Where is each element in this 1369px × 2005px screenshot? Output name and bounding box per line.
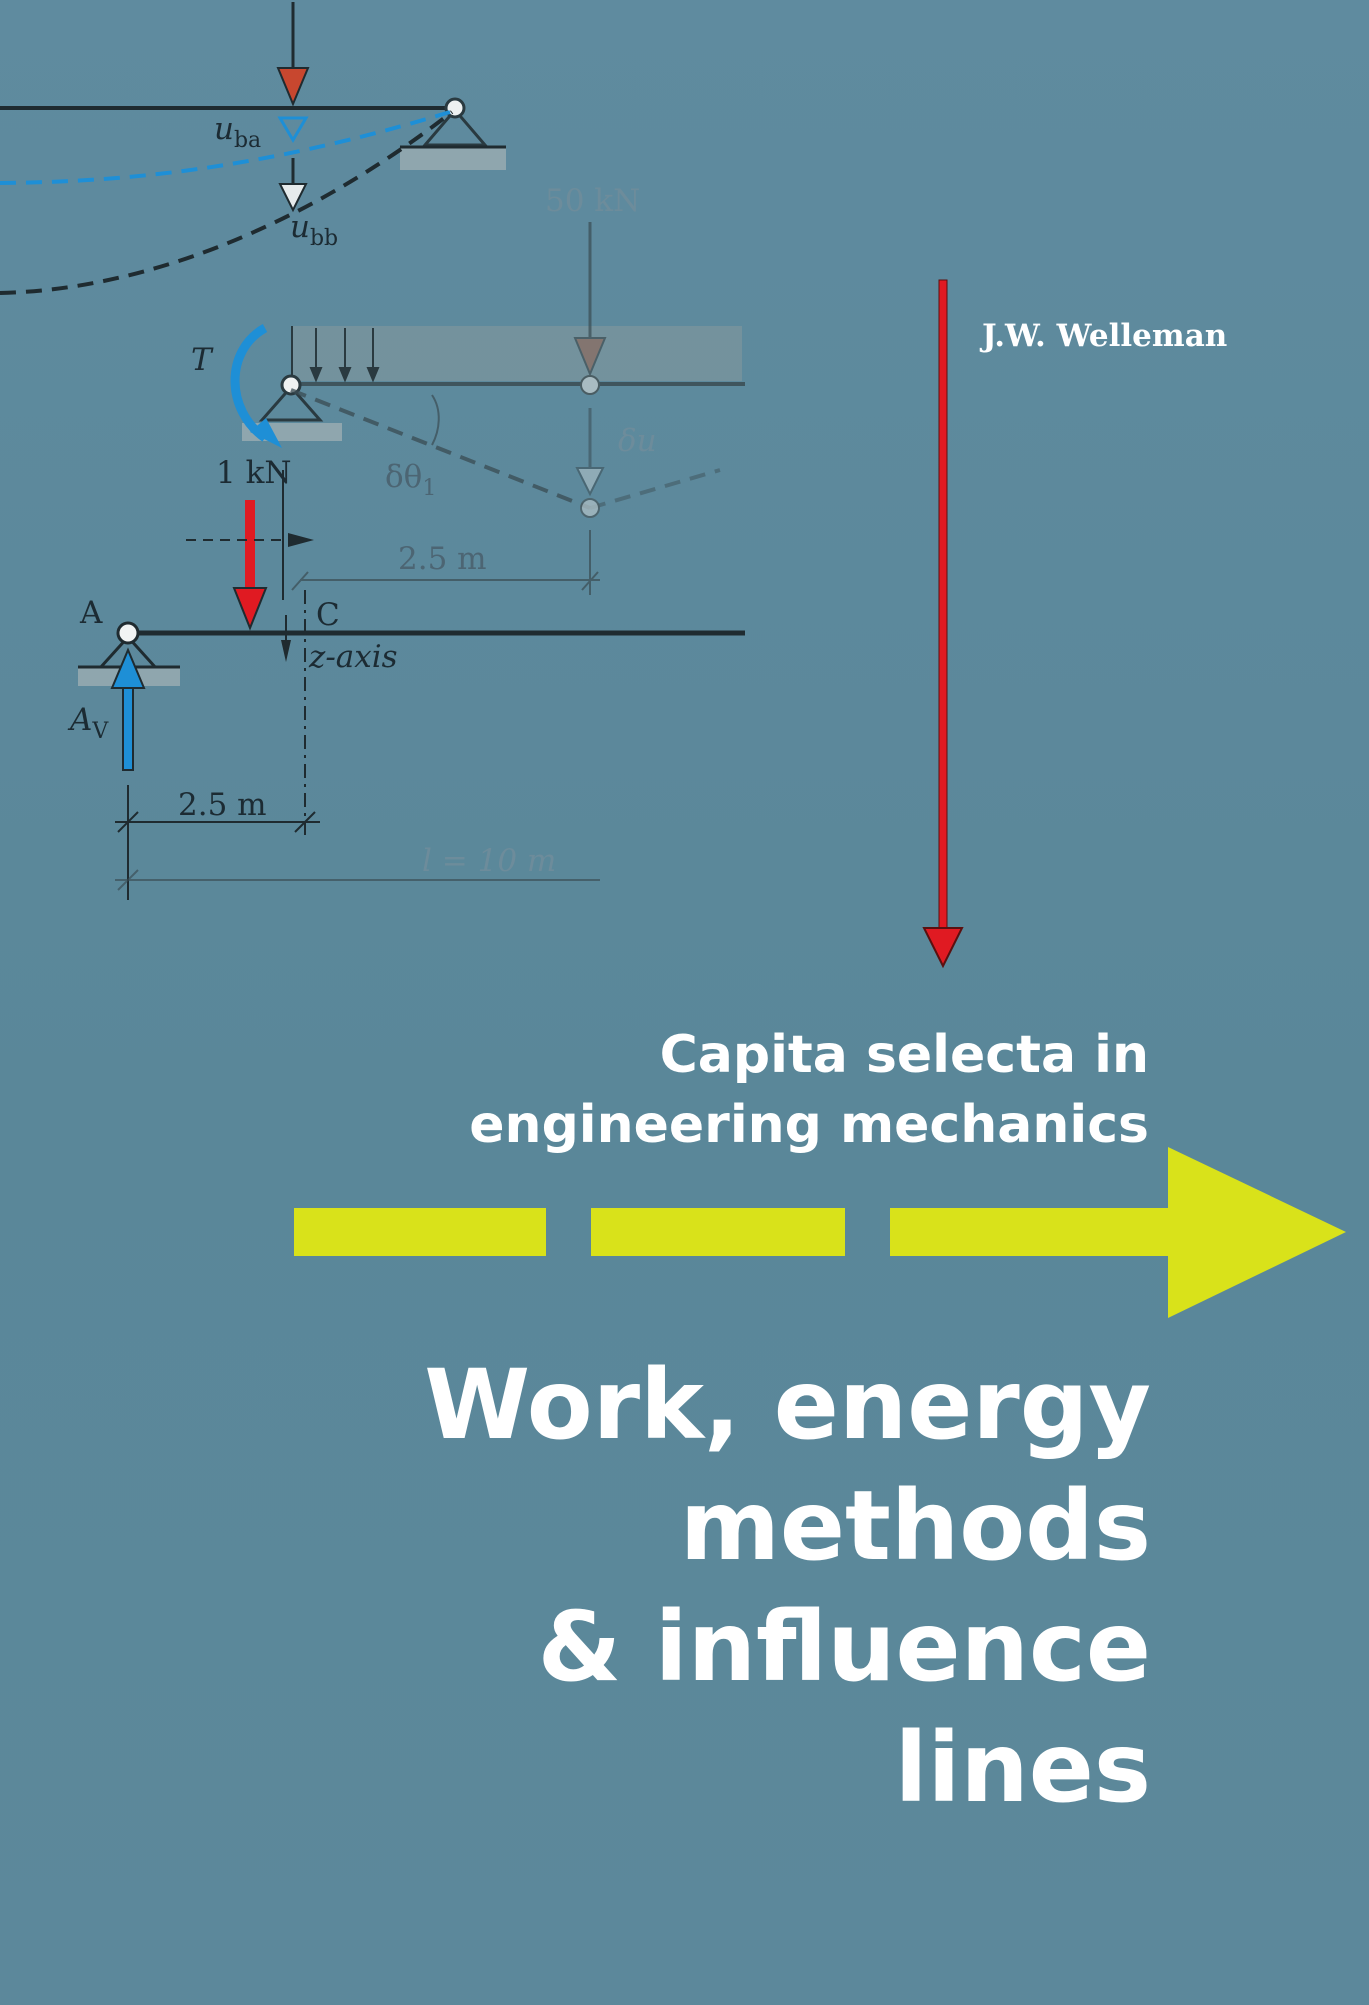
title-line-2: methods [679, 1470, 1151, 1582]
red-down-arrow [922, 279, 964, 969]
title-line-3: & influence [537, 1591, 1151, 1703]
label-delta-u: δu [618, 423, 657, 459]
author-name: J.W. Welleman [982, 318, 1228, 354]
support-a [78, 621, 180, 686]
label-z-axis-text: z-axis [309, 639, 398, 675]
label-torque: T [191, 342, 212, 378]
u-bb-arrow [278, 158, 308, 213]
label-delta-theta: δθ1 [385, 462, 436, 500]
load-50kn-arrow [573, 222, 607, 377]
top-support [400, 97, 506, 170]
label-u-bb-main: u [290, 209, 310, 245]
deflection-black [0, 110, 454, 295]
u-ba-marker [277, 116, 309, 143]
label-u-bb-sub: bb [309, 226, 339, 251]
unit-load-arrow [232, 500, 268, 631]
label-load-1kn: 1 kN [216, 455, 292, 491]
deflection-blue [0, 110, 451, 185]
rotation-dashed [290, 388, 591, 510]
label-point-c: C [316, 597, 340, 633]
label-av: AV [70, 705, 108, 743]
dimension-span [115, 869, 600, 891]
label-u-ba: uba [214, 114, 261, 152]
yellow-dash-2 [591, 1208, 845, 1256]
label-av-sub: V [92, 719, 109, 744]
yellow-dash-1 [294, 1208, 546, 1256]
z-axis-arrow [281, 640, 291, 662]
label-dim-upper: 2.5 m [398, 541, 487, 577]
torque-arrow [230, 324, 268, 442]
book-title: Work, energy methods & influence lines [151, 1345, 1151, 1829]
dimension-upper [291, 530, 600, 595]
series-title: Capita selecta in engineering mechanics [249, 1020, 1149, 1160]
distributed-load-block [292, 326, 742, 381]
reaction-av-arrow [110, 647, 146, 771]
dimension-lower [115, 785, 320, 900]
delta-u-arrow [575, 408, 605, 497]
yellow-dash-3 [890, 1208, 1170, 1256]
label-delta-theta-sub: 1 [422, 476, 437, 501]
label-span-length-text: l = 10 m [422, 843, 557, 879]
label-z-axis: z-axis [309, 642, 398, 673]
top-load-arrow [276, 2, 310, 107]
label-dim-lower: 2.5 m [178, 787, 267, 823]
label-point-a: A [80, 595, 103, 631]
label-delta-theta-main: δθ [385, 459, 423, 495]
label-av-main: A [70, 702, 93, 738]
label-load-50: 50 kN [545, 183, 641, 219]
label-span-length: l = 10 m [422, 846, 556, 877]
title-line-1: Work, energy [424, 1349, 1151, 1461]
series-line-1: Capita selecta in [659, 1025, 1149, 1085]
label-u-ba-sub: ba [233, 128, 262, 153]
label-u-bb: ubb [290, 212, 338, 250]
label-u-ba-main: u [214, 111, 234, 147]
yellow-arrow-head [1168, 1147, 1346, 1318]
title-line-4: lines [894, 1712, 1151, 1824]
series-line-2: engineering mechanics [469, 1095, 1149, 1155]
distributed-load-arrows [309, 328, 380, 383]
